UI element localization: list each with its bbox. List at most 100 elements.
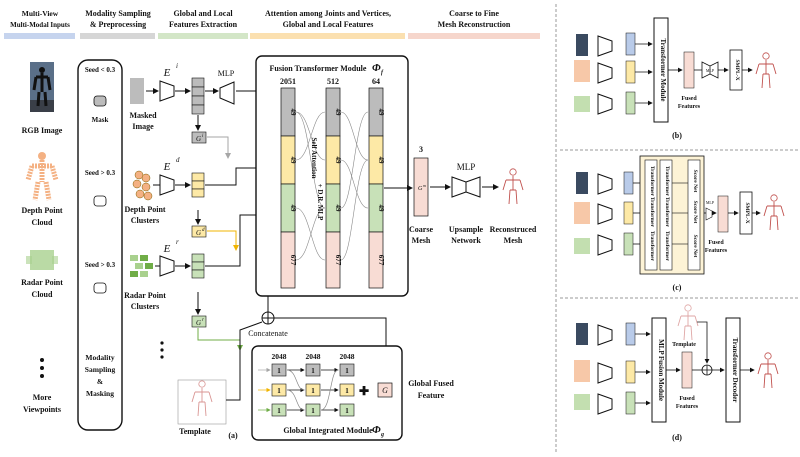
more-viewpoints-dots <box>40 358 44 378</box>
stage-subtitle-3: Features Extraction <box>169 20 238 29</box>
sampling-box <box>77 59 123 431</box>
label-depth-clusters-2: Clusters <box>131 216 159 225</box>
label-more-1: More <box>33 393 52 402</box>
depth-point-cloud-thumbnail <box>25 152 59 201</box>
stage-bar-5 <box>408 33 540 39</box>
panel-d-decoder: Transformer Decoder <box>731 338 739 403</box>
g-radar-label: G <box>196 319 201 327</box>
global-integrated-module <box>251 345 403 441</box>
gim-phi: Φ <box>372 424 381 436</box>
row-49-b3: 49 <box>377 157 385 165</box>
panel-c-fused-1: Fused <box>708 240 724 246</box>
fusion-phi: Φ <box>372 62 381 74</box>
row-49-a3: 49 <box>377 109 385 117</box>
g-depth-label: G <box>196 229 201 237</box>
panel-c-transformer-2a: Transformer <box>664 166 670 197</box>
panel-b-caption: (b) <box>672 131 682 140</box>
panel-c-transformer-2c: Transformer <box>664 231 670 262</box>
gim-column-2 <box>305 363 321 417</box>
stage-title-3: Global and Local <box>173 9 233 18</box>
gim-plus: ✚ <box>359 384 369 398</box>
panel-d-mlp-fusion: MLP Fusion Module <box>657 339 665 401</box>
panel-c-transformer-1a: Transformer <box>649 166 655 197</box>
stage-bar-2 <box>80 33 155 39</box>
gm-label: G <box>418 186 423 192</box>
row-49-c3: 49 <box>377 205 385 213</box>
panel-b-smpl: SMPL-X <box>734 59 740 80</box>
encoder-image <box>159 80 175 102</box>
encoder-radar-label: E <box>163 243 171 255</box>
g-depth-sup: d <box>202 228 205 233</box>
stage-title-2: Modality Sampling <box>85 9 151 18</box>
label-rgb-image: RGB Image <box>22 126 63 135</box>
encoder-depth-sup: d <box>176 156 180 164</box>
panel-c-score-2: Score Net <box>692 201 698 224</box>
encoder-radar <box>159 255 175 277</box>
row-49-c2: 49 <box>334 205 342 213</box>
stage-subtitle-2: & Preprocessing <box>90 20 146 29</box>
label-masked-1: Masked <box>129 111 157 120</box>
fusion-column-1 <box>280 87 296 289</box>
encoder-image-label: E <box>163 67 171 79</box>
panel-b-fused-1: Fused <box>681 96 697 102</box>
row-677-2: 677 <box>334 255 342 266</box>
masked-image-block <box>130 78 144 104</box>
seed-label-1: Seed < 0.3 <box>85 66 116 74</box>
gim-one-1a: 1 <box>277 367 281 375</box>
row-49-c1: 49 <box>289 205 297 213</box>
gim-one-1c: 1 <box>277 407 281 415</box>
depth-toggle <box>93 195 107 207</box>
label-radar-clusters-1: Radar Point <box>124 291 166 300</box>
mask-toggle <box>93 95 107 107</box>
gm-sup: m <box>423 183 426 188</box>
gim-dim-1: 2048 <box>272 352 287 361</box>
row-49-b2: 49 <box>334 157 342 165</box>
panel-d-fused-1: Fused <box>679 396 695 402</box>
panel-c-mlp: MLP <box>706 200 715 205</box>
seed-label-2: Seed > 0.3 <box>85 169 116 177</box>
mlp-image-label: MLP <box>218 69 235 78</box>
fusion-dim-3: 64 <box>372 77 380 86</box>
radar-point-cloud-thumbnail <box>26 250 58 270</box>
label-depth-2: Cloud <box>32 218 53 227</box>
recon-label-2: Mesh <box>504 236 523 245</box>
upsample-mlp-in <box>451 176 467 198</box>
gim-one-2c: 1 <box>311 407 315 415</box>
seed-label-3: Seed > 0.3 <box>85 261 116 269</box>
stage-bar-4 <box>250 33 405 39</box>
coarse-label-2: Mesh <box>412 236 431 245</box>
coarse-mesh-block <box>413 157 429 217</box>
stage-subtitle-5: Mesh Reconstruction <box>438 20 511 29</box>
coarse-label-1: Coarse <box>409 225 433 234</box>
panel-c-transformer-1c: Transformer <box>649 231 655 262</box>
fusion-dim-2: 512 <box>327 77 339 86</box>
dr-mlp-label: + D.R. MLP <box>316 184 324 221</box>
upsample-mlp-label: MLP <box>457 162 476 172</box>
encoder-depth-label: E <box>163 161 171 173</box>
stage-title-1: Multi-View <box>22 9 59 18</box>
label-radar-2: Cloud <box>32 290 53 299</box>
recon-label-1: Reconstruced <box>490 225 537 234</box>
row-49-a2: 49 <box>334 109 342 117</box>
panel-b-mlp: MLP <box>706 68 715 73</box>
global-depth-feature <box>191 225 207 238</box>
label-radar-clusters-2: Clusters <box>131 302 159 311</box>
sampling-footer-2: Sampling <box>85 365 116 374</box>
panel-c-transformer-1b: Transformer <box>649 197 655 228</box>
gim-column-1 <box>271 363 287 417</box>
self-attention-label: Self Attention <box>310 137 318 178</box>
fusion-title: Fusion Transformer Module <box>270 64 367 73</box>
panel-d-fused-2: Features <box>676 404 699 410</box>
gim-g-label: G <box>382 386 388 395</box>
row-677-1: 677 <box>289 255 297 266</box>
fusion-attention-links <box>295 111 369 261</box>
encoder-radar-sup: r <box>176 238 179 246</box>
mask-label: Mask <box>92 116 109 124</box>
gim-one-1b: 1 <box>277 387 281 395</box>
global-fused-label-1: Global Fused <box>408 379 454 388</box>
row-49-b1: 49 <box>289 157 297 165</box>
panel-c-fused-2: Features <box>705 248 728 254</box>
gim-column-3 <box>339 363 355 417</box>
stage-title-4: Attention among Joints and Vertices, <box>265 9 391 18</box>
gim-dim-3: 2048 <box>340 352 355 361</box>
